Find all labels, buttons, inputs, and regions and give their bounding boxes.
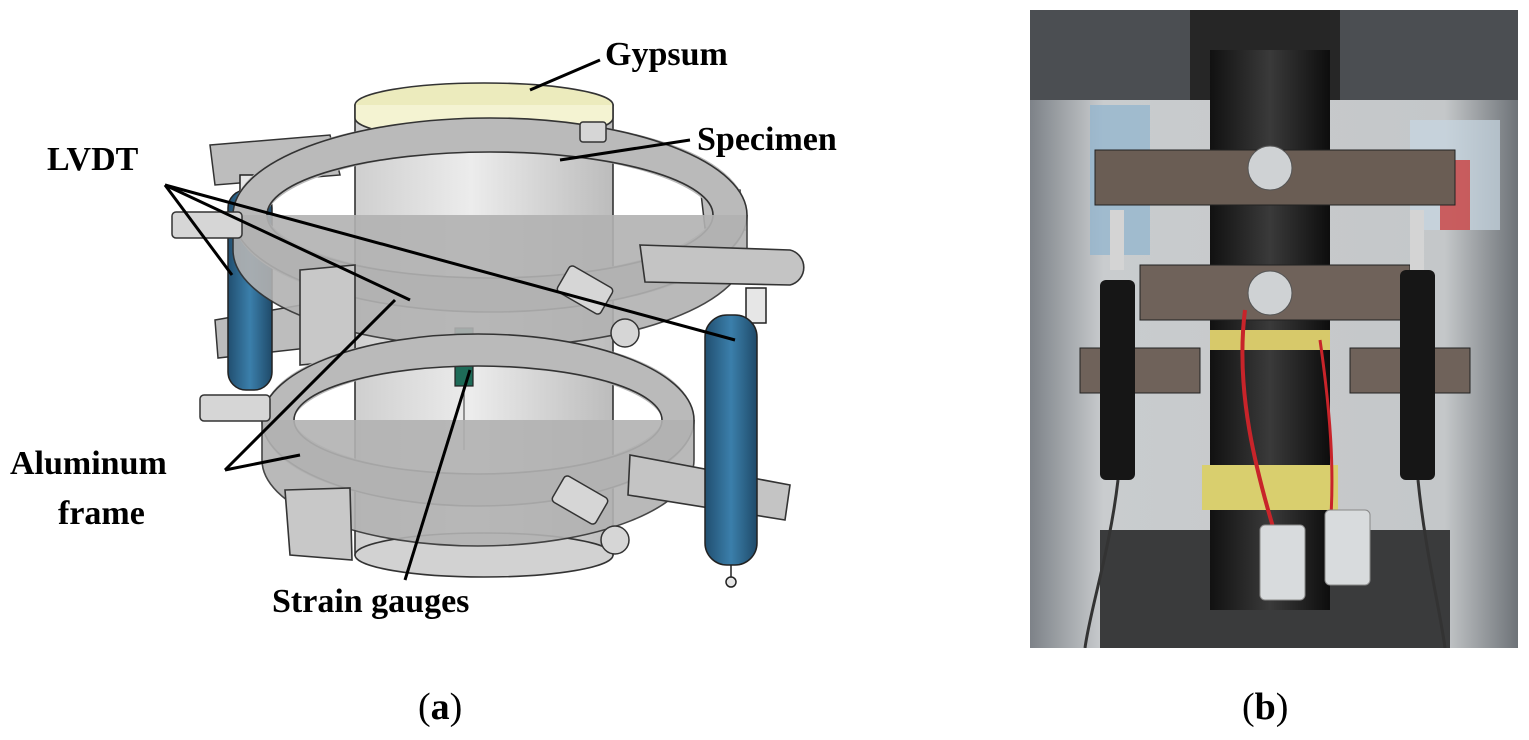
label-lvdt: LVDT <box>47 141 139 178</box>
label-specimen: Specimen <box>697 121 837 158</box>
label-aluminum-frame-line1: Aluminum <box>10 445 167 482</box>
aluminum-frame-upper <box>232 117 805 366</box>
lvdt-right <box>704 287 767 588</box>
schematic-diagram <box>163 58 805 588</box>
bolts <box>171 121 640 555</box>
label-strain-gauges: Strain gauges <box>272 583 470 620</box>
caption-a-letter: a <box>430 686 450 728</box>
label-aluminum-frame-line2: frame <box>58 495 145 532</box>
leader-lines <box>163 58 736 581</box>
test-setup-photo <box>1030 10 1518 648</box>
label-gypsum: Gypsum <box>605 36 728 73</box>
caption-a: (a) <box>418 686 463 728</box>
caption-b-letter: b <box>1254 686 1276 728</box>
caption-b: (b) <box>1242 686 1289 728</box>
